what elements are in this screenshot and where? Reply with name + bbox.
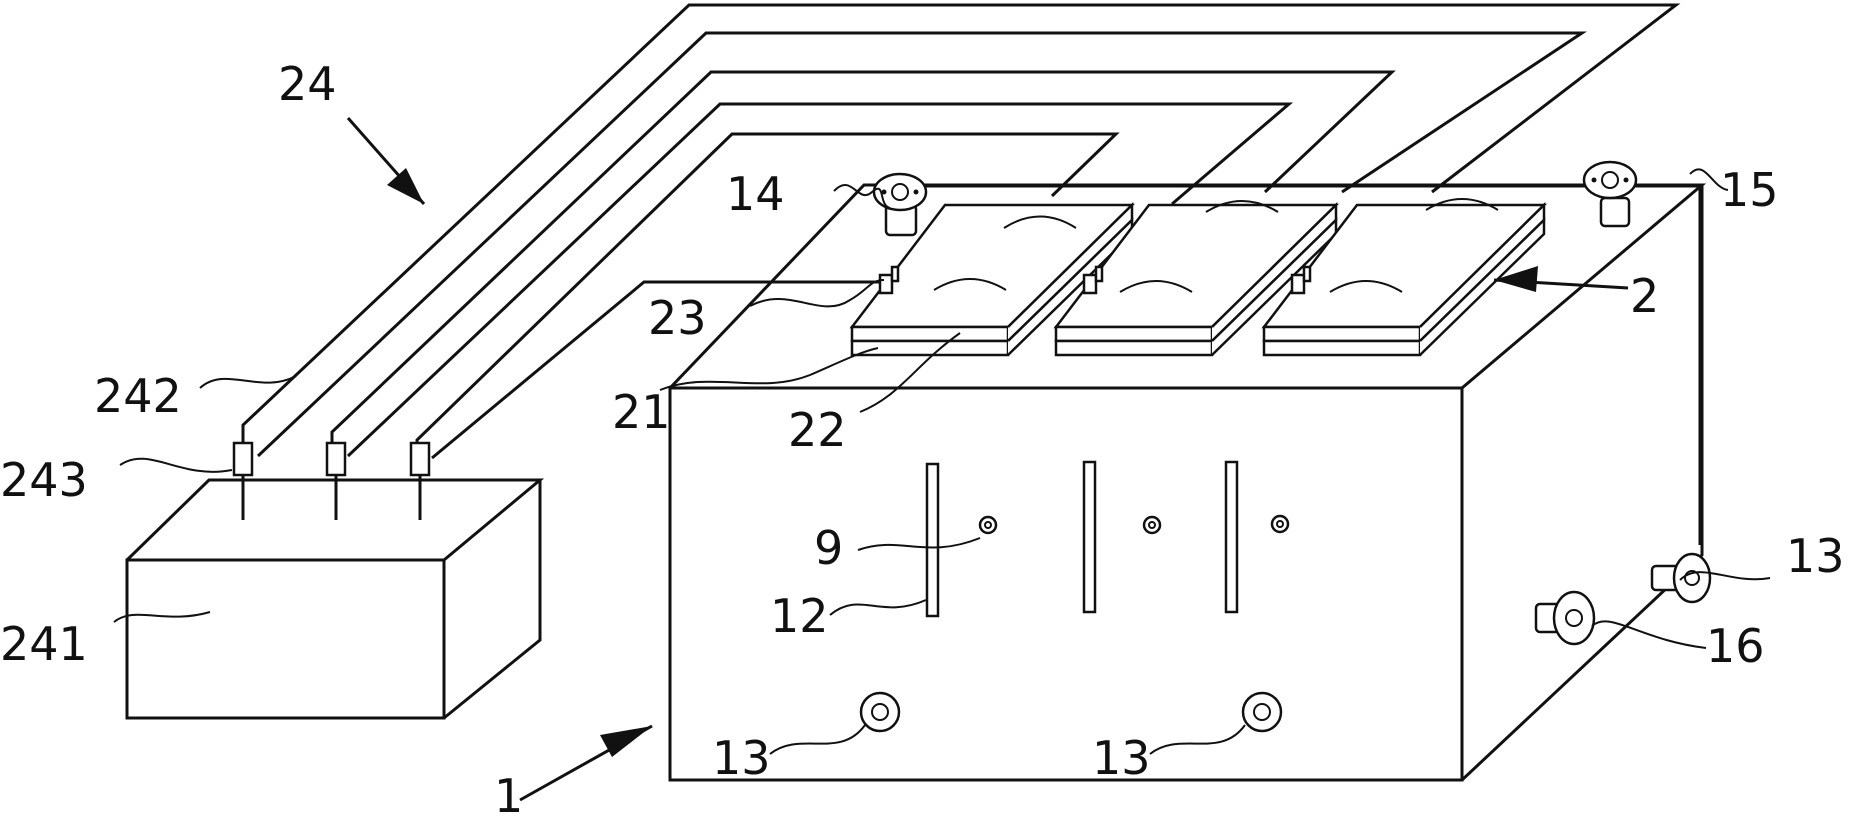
- arrow-24: [346, 117, 426, 205]
- front-ports-9: [978, 514, 1290, 535]
- water-tank-top: [125, 478, 545, 562]
- panel-2: [1053, 200, 1340, 357]
- label-15: 15: [1720, 163, 1779, 217]
- valve-1: [232, 441, 254, 477]
- pipe-1: [241, 3, 1681, 456]
- pipe-2: [256, 31, 1587, 458]
- arrow-2: [1493, 266, 1629, 292]
- water-tank-side: [443, 480, 542, 720]
- label-13-left: 13: [712, 731, 771, 785]
- label-13-right: 13: [1786, 529, 1845, 583]
- arrow-1: [519, 724, 653, 802]
- tank-front-face: [668, 386, 1464, 782]
- label-22: 22: [788, 403, 847, 457]
- panel-3: [1261, 198, 1548, 357]
- front-flanges-13: [859, 691, 1283, 733]
- pipe-6: [431, 280, 880, 460]
- valve-3: [409, 441, 431, 477]
- label-241: 241: [0, 617, 88, 671]
- pipe-3: [330, 70, 1396, 456]
- label-2: 2: [1630, 269, 1659, 323]
- valve-2: [325, 441, 347, 477]
- tank-side-face: [1460, 185, 1704, 782]
- flange-14: [872, 172, 928, 237]
- water-tank-front: [125, 558, 446, 720]
- water-tank-241: [125, 472, 545, 720]
- label-13-mid: 13: [1092, 731, 1151, 785]
- label-242: 242: [94, 369, 182, 423]
- part-labels: 24 14 15 23 2 242 21 22 243 9 12 13 16 2…: [0, 57, 1845, 823]
- label-1: 1: [494, 769, 523, 820]
- label-14: 14: [726, 167, 785, 221]
- front-slots-12: [925, 460, 1239, 618]
- pipe-4: [346, 102, 1294, 458]
- label-12: 12: [770, 589, 829, 643]
- flange-15: [1582, 160, 1638, 228]
- panel-1: [849, 202, 1136, 357]
- pipe-bundle: [241, 3, 1681, 460]
- flange-16: [1534, 590, 1596, 646]
- label-243: 243: [0, 453, 88, 507]
- flange-13-side: [1650, 552, 1712, 604]
- label-23: 23: [648, 291, 707, 345]
- label-9: 9: [814, 521, 843, 575]
- label-21: 21: [612, 385, 671, 439]
- label-24: 24: [278, 57, 337, 111]
- label-16: 16: [1706, 619, 1765, 673]
- leader-lines: [113, 168, 1771, 755]
- valves-243: [232, 441, 431, 477]
